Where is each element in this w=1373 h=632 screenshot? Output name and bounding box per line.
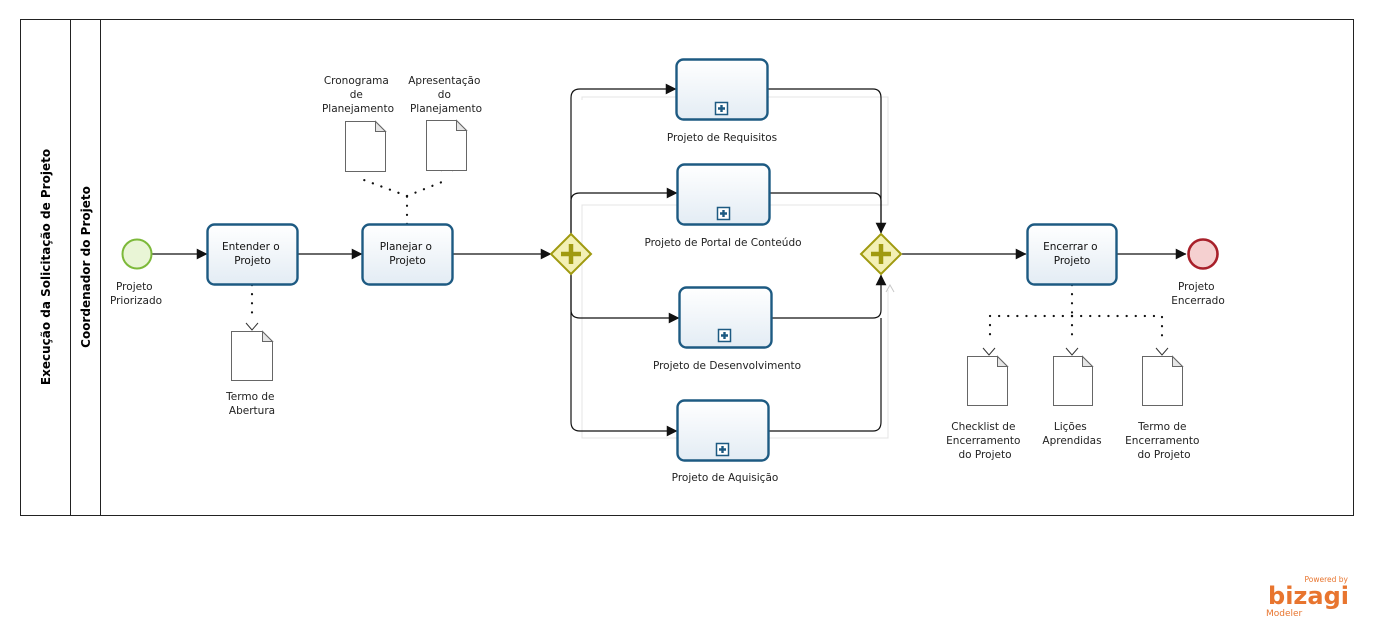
subprocess-label: Projeto de Requisitos xyxy=(667,132,777,144)
expand-plus-icon[interactable] xyxy=(714,101,729,116)
document-icon xyxy=(345,120,387,172)
document-icon xyxy=(231,330,274,381)
expand-plus-icon[interactable] xyxy=(717,328,732,343)
end-event[interactable]: Projeto Encerrado xyxy=(1171,238,1225,308)
subprocess-projeto-de-desenvolvimento[interactable]: Projeto de Desenvolvimento xyxy=(653,286,801,373)
pool-label: Execução da Solicitação de Projeto xyxy=(39,149,53,385)
data-object-termo-de-abertura[interactable]: Termo de Abertura xyxy=(225,330,278,418)
data-object-apresentacao-do-planejamento[interactable]: Apresentação do Planejamento xyxy=(408,75,484,171)
branch-guides xyxy=(581,96,889,439)
data-object-label: Termo de Encerramento do Projeto xyxy=(1125,421,1203,461)
bizagi-wordmark: bizagi xyxy=(1268,582,1349,610)
subprocess-projeto-de-aquisicao[interactable]: Projeto de Aquisição xyxy=(672,399,779,485)
subprocess-label: Projeto de Desenvolvimento xyxy=(653,360,801,372)
document-icon xyxy=(1053,355,1094,406)
task-label: Entender o Projeto xyxy=(222,241,283,267)
start-event-label: Projeto Priorizado xyxy=(110,281,162,307)
document-icon xyxy=(426,119,468,171)
pool: Execução da Solicitação de Projeto Coord… xyxy=(20,19,1354,516)
expand-plus-icon[interactable] xyxy=(715,442,730,457)
data-object-label: Checklist de Encerramento do Projeto xyxy=(946,421,1024,461)
bizagi-logo: Powered by bizagi Modeler xyxy=(1266,575,1349,619)
data-object-cronograma-de-planejamento[interactable]: Cronograma de Planejamento xyxy=(322,75,394,172)
start-event[interactable]: Projeto Priorizado xyxy=(110,238,162,308)
data-object-licoes-aprendidas[interactable]: Lições Aprendidas xyxy=(1042,355,1102,448)
modeler-text: Modeler xyxy=(1266,609,1303,619)
task-planejar-o-projeto[interactable]: Planejar o Projeto xyxy=(361,223,454,286)
lane-label: Coordenador do Projeto xyxy=(79,186,93,348)
subprocess-label: Projeto de Aquisição xyxy=(672,472,779,484)
expand-plus-icon[interactable] xyxy=(716,206,731,221)
data-object-termo-de-encerramento[interactable]: Termo de Encerramento do Projeto xyxy=(1125,355,1203,462)
task-encerrar-o-projeto[interactable]: Encerrar o Projeto xyxy=(1026,223,1118,286)
subprocess-label: Projeto de Portal de Conteúdo xyxy=(644,237,801,249)
subprocess-projeto-de-portal-de-conteudo[interactable]: Projeto de Portal de Conteúdo xyxy=(644,163,802,250)
data-object-label: Lições Aprendidas xyxy=(1042,421,1101,447)
data-object-label: Apresentação do Planejamento xyxy=(408,75,484,115)
parallel-gateway-join[interactable] xyxy=(859,232,903,276)
document-icon xyxy=(967,355,1009,406)
task-label: Planejar o Projeto xyxy=(380,241,436,267)
end-event-label: Projeto Encerrado xyxy=(1171,281,1225,307)
data-object-label: Termo de Abertura xyxy=(225,391,278,417)
task-label: Encerrar o Projeto xyxy=(1043,241,1101,267)
sequence-flows xyxy=(152,83,1187,437)
subprocess-projeto-de-requisitos[interactable]: Projeto de Requisitos xyxy=(667,58,777,145)
task-entender-o-projeto[interactable]: Entender o Projeto xyxy=(206,223,299,286)
parallel-gateway-split[interactable] xyxy=(549,232,593,276)
data-object-label: Cronograma de Planejamento xyxy=(322,75,394,115)
powered-by-text: Powered by xyxy=(1305,575,1349,584)
document-icon xyxy=(1142,355,1184,406)
data-object-checklist-de-encerramento[interactable]: Checklist de Encerramento do Projeto xyxy=(946,355,1024,462)
